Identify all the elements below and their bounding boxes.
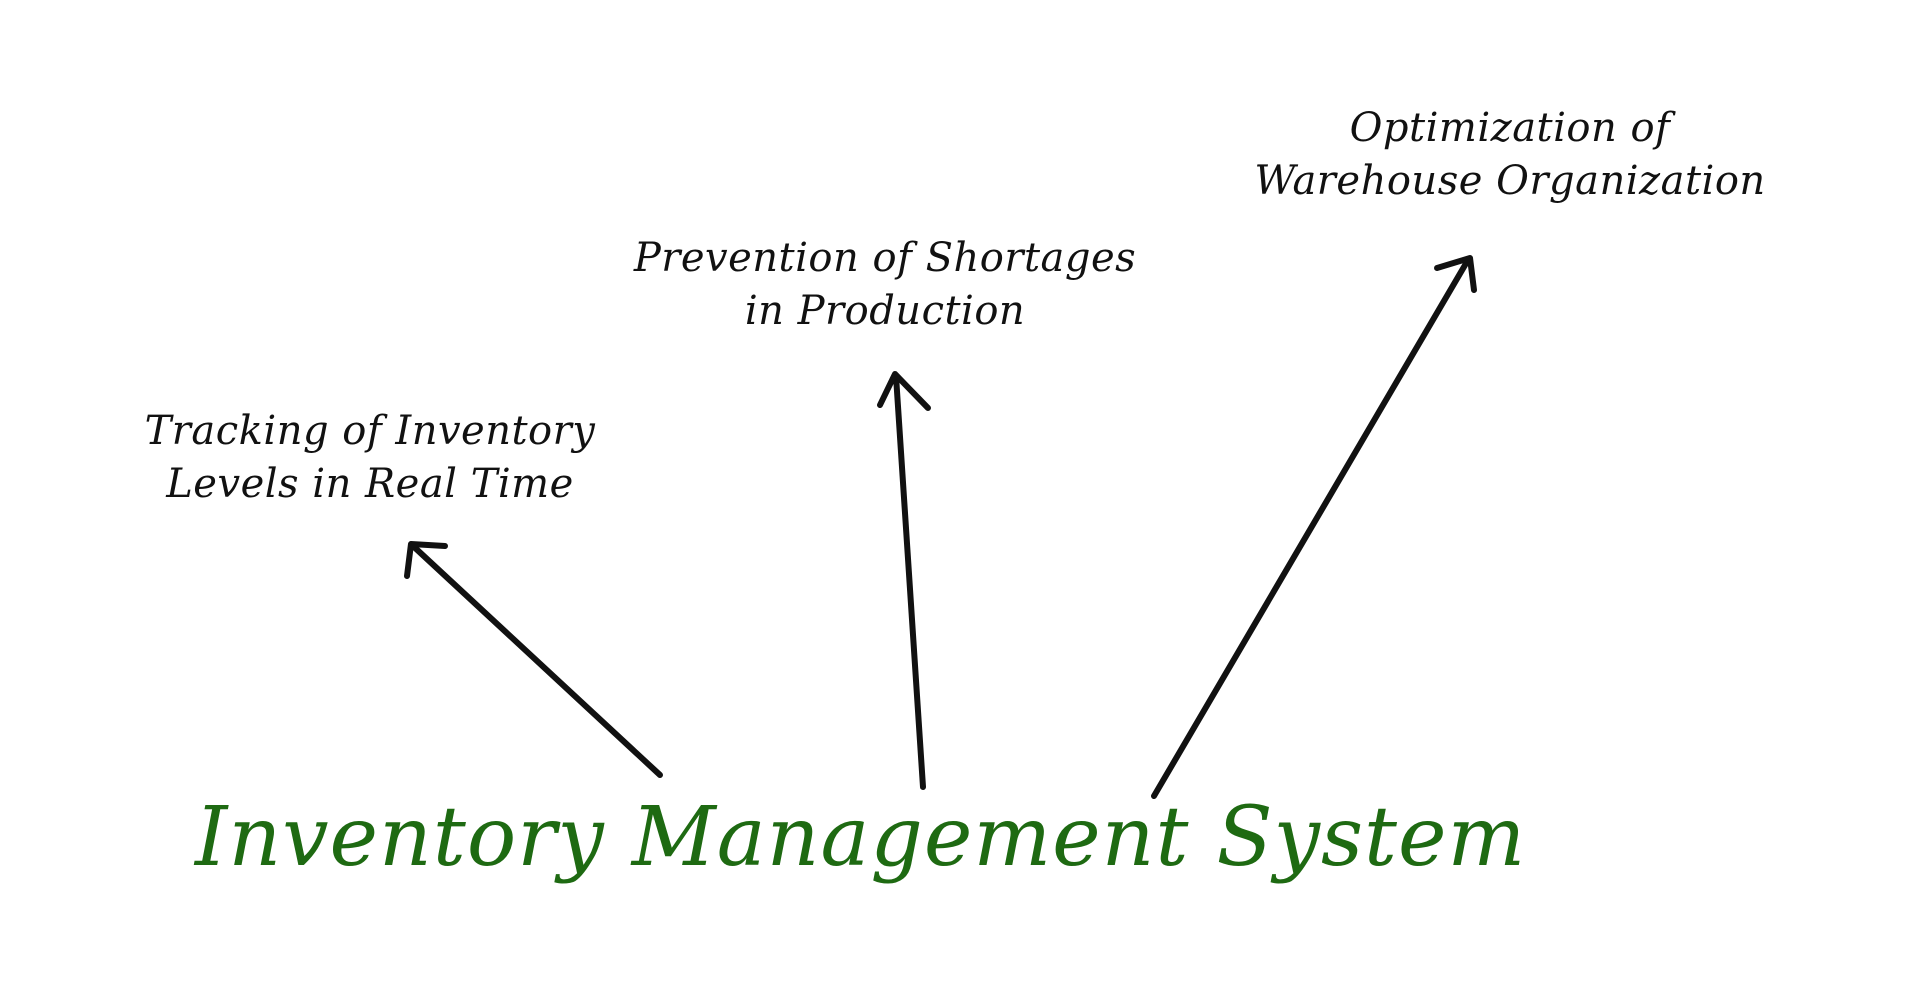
arrow-optimization bbox=[1151, 255, 1477, 799]
benefit-line: Levels in Real Time bbox=[166, 461, 574, 507]
benefit-line: Prevention of Shortages bbox=[633, 235, 1137, 281]
diagram-title: Inventory Management System bbox=[195, 790, 1527, 885]
arrow-prevention bbox=[877, 371, 931, 790]
benefit-optimization: Optimization of Warehouse Organization bbox=[1160, 102, 1860, 208]
benefit-line: Optimization of bbox=[1349, 105, 1671, 151]
benefit-line: Tracking of Inventory bbox=[144, 408, 596, 454]
benefit-prevention: Prevention of Shortages in Production bbox=[560, 232, 1210, 338]
benefit-tracking: Tracking of Inventory Levels in Real Tim… bbox=[70, 405, 670, 511]
benefit-line: in Production bbox=[744, 288, 1026, 334]
arrow-tracking bbox=[404, 541, 663, 778]
benefit-line: Warehouse Organization bbox=[1254, 158, 1766, 204]
